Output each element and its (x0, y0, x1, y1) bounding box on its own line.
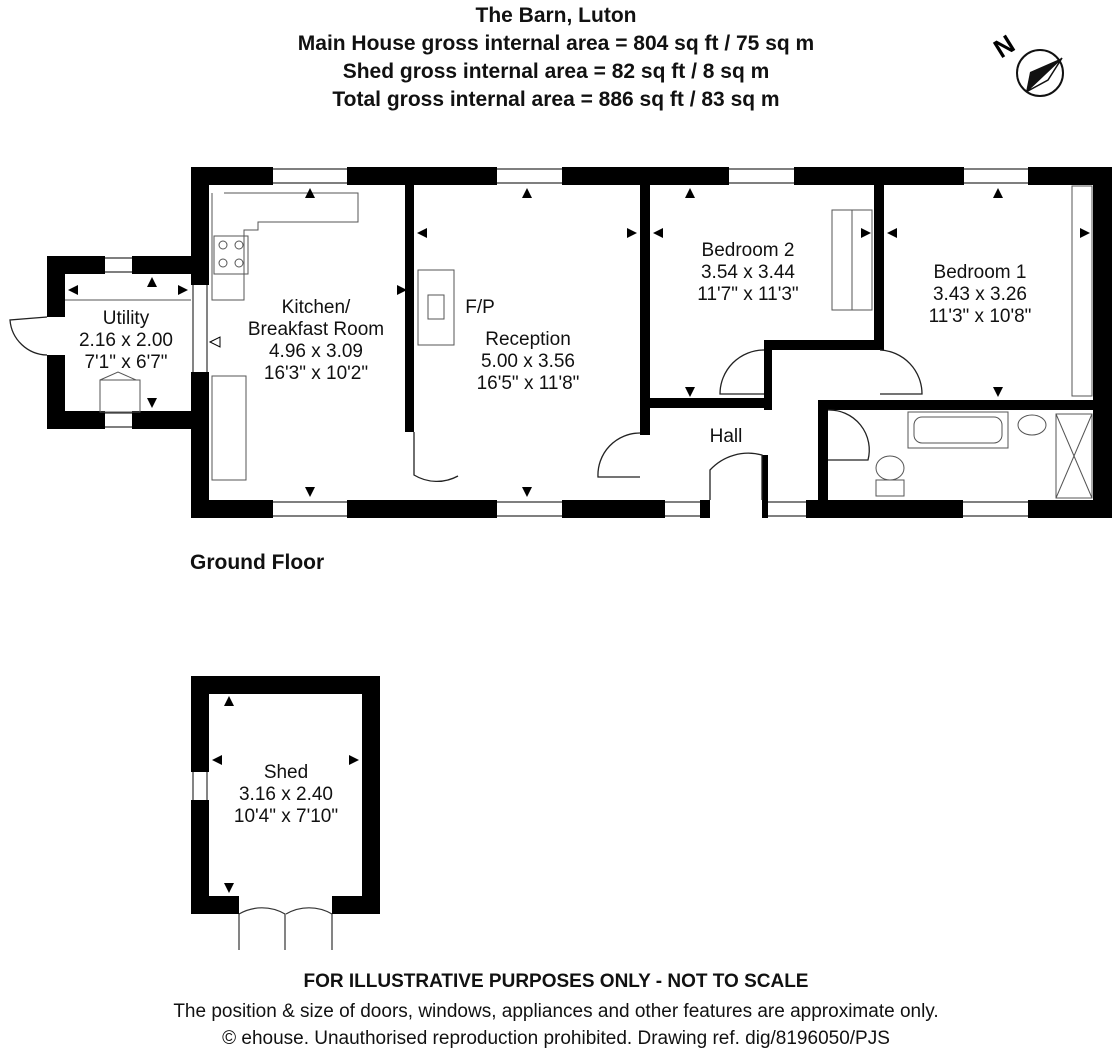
basin-icon (1017, 414, 1047, 436)
reception-imperial: 16'5" x 11'8" (477, 373, 580, 394)
hall-name: Hall (710, 426, 743, 447)
shed-name: Shed (264, 762, 308, 783)
windows (105, 168, 1028, 517)
room-labels: Utility 2.16 x 2.00 7'1" x 6'7" Kitchen/… (79, 240, 1031, 447)
utility-walls (47, 256, 209, 429)
plan-title: The Barn, Luton (475, 4, 637, 27)
compass-icon: N (988, 29, 1064, 97)
shed-imperial: 10'4" x 7'10" (234, 806, 338, 827)
dimension-arrows (68, 188, 1090, 497)
doors (9, 316, 923, 500)
main-house-walls (191, 167, 1112, 518)
disclaimer-text: The position & size of doors, windows, a… (173, 1001, 939, 1022)
toilet-icon (875, 455, 905, 481)
utility-imperial: 7'1" x 6'7" (84, 352, 167, 373)
fixtures (65, 185, 1093, 499)
bedroom2-imperial: 11'7" x 11'3" (697, 284, 798, 305)
bedroom1-name: Bedroom 1 (934, 262, 1027, 283)
reception-name: Reception (485, 329, 571, 350)
shed-door-left (238, 907, 286, 950)
shed-arrows (212, 696, 359, 893)
hob-icon (213, 235, 249, 275)
shower-icon (1055, 413, 1093, 499)
utility-name: Utility (103, 308, 150, 329)
kitchen-imperial: 16'3" x 10'2" (264, 363, 368, 384)
bedroom2-name: Bedroom 2 (702, 240, 795, 261)
copyright-text: © ehouse. Unauthorised reproduction proh… (222, 1028, 890, 1049)
bedroom1-metric: 3.43 x 3.26 (933, 284, 1027, 305)
fireplace-label: F/P (465, 297, 495, 318)
kitchen-name-line2: Breakfast Room (248, 319, 384, 340)
bedroom2-metric: 3.54 x 3.44 (701, 262, 795, 283)
kitchen-metric: 4.96 x 3.09 (269, 341, 363, 362)
main-house-area: Main House gross internal area = 804 sq … (297, 32, 815, 55)
kitchen-name-line1: Kitchen/ (282, 297, 351, 318)
bedroom1-imperial: 11'3" x 10'8" (929, 306, 1032, 327)
bath-icon (907, 411, 1009, 449)
reception-metric: 5.00 x 3.56 (481, 351, 575, 372)
shed-metric: 3.16 x 2.40 (239, 784, 333, 805)
compass-north-label: N (988, 29, 1020, 64)
floor-label: Ground Floor (190, 551, 325, 574)
disclaimer-heading: FOR ILLUSTRATIVE PURPOSES ONLY - NOT TO … (303, 971, 809, 992)
shed-walls (191, 676, 380, 914)
shed-fixtures (192, 772, 333, 950)
total-area: Total gross internal area = 886 sq ft / … (332, 88, 780, 111)
shed-area: Shed gross internal area = 82 sq ft / 8 … (342, 60, 770, 83)
fireplace-icon (417, 269, 455, 346)
shed-door-right (285, 907, 333, 950)
shed-labels: Shed 3.16 x 2.40 10'4" x 7'10" (234, 762, 338, 827)
utility-metric: 2.16 x 2.00 (79, 330, 173, 351)
